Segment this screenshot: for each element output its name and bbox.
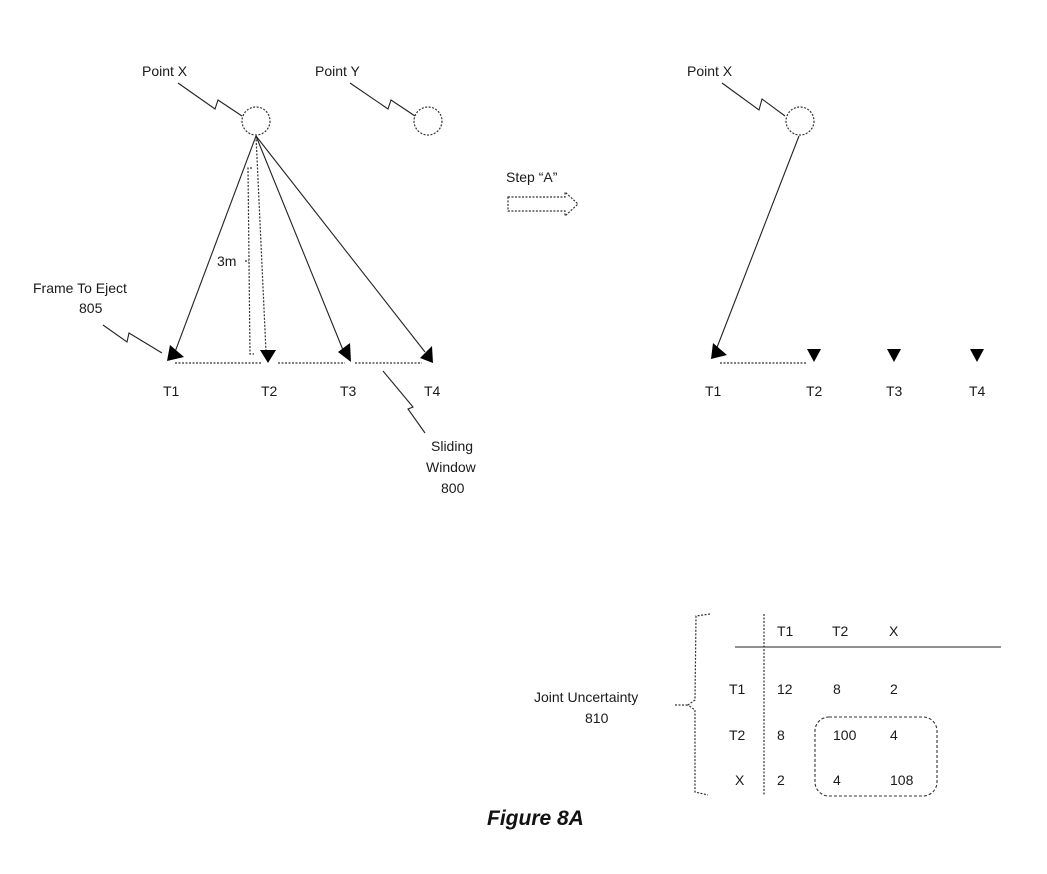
distance-label: 3m	[217, 253, 236, 269]
matrix-cell: 100	[833, 727, 857, 743]
pose-marker-t4	[970, 349, 984, 362]
step-arrow-icon	[507, 190, 579, 218]
observation-ray-t4	[255, 135, 426, 353]
matrix-cell: 8	[777, 727, 785, 743]
matrix-cell: 4	[890, 727, 898, 743]
matrix-label: Joint Uncertainty	[534, 689, 638, 705]
step-label: Step “A”	[506, 169, 558, 185]
time-label-t4: T4	[424, 383, 441, 399]
point-y-label: Point Y	[315, 63, 361, 79]
frame-to-eject-label: Frame To Eject	[33, 280, 127, 296]
observation-ray-t3	[255, 135, 344, 351]
point-y-leader	[349, 82, 416, 117]
arrowhead-t2	[260, 350, 276, 363]
matrix-cell: 8	[833, 681, 841, 697]
left-diagram: Point X Point Y 3m T1 T2 T3 T4 Frame To …	[33, 63, 477, 496]
point-y-landmark	[413, 106, 443, 136]
column-header-t1: T1	[777, 623, 794, 639]
matrix-brace	[686, 613, 711, 796]
right-point-x-leader	[721, 82, 786, 117]
matrix-cell: 2	[777, 772, 785, 788]
sliding-window-ref: 800	[441, 480, 465, 496]
right-point-x-label: Point X	[687, 63, 733, 79]
joint-uncertainty-matrix: Joint Uncertainty 810 T1 T2 X T1 T2 X 12…	[534, 613, 1001, 797]
right-time-label-t2: T2	[806, 383, 823, 399]
right-diagram: Point X T1 T2 T3 T4	[687, 63, 986, 399]
figure-caption: Figure 8A	[487, 807, 584, 830]
time-label-t1: T1	[163, 383, 180, 399]
step-a-transition: Step “A”	[506, 169, 579, 218]
sliding-window-label-line1: Sliding	[431, 438, 473, 454]
time-label-t3: T3	[340, 383, 357, 399]
pose-marker-t3	[887, 349, 901, 362]
matrix-ref: 810	[585, 710, 609, 726]
column-header-t2: T2	[832, 623, 849, 639]
arrowhead-t3	[338, 343, 351, 362]
matrix-cell: 2	[890, 681, 898, 697]
arrowhead-t4	[420, 346, 433, 363]
row-header-t2: T2	[729, 727, 746, 743]
frame-to-eject-ref: 805	[79, 300, 103, 316]
right-time-label-t1: T1	[705, 383, 722, 399]
arrowhead-t1	[167, 345, 184, 361]
right-point-x-landmark	[785, 106, 815, 136]
observation-ray-t2	[255, 135, 267, 353]
right-observation-ray-t1	[715, 135, 800, 351]
time-label-t2: T2	[261, 383, 278, 399]
point-x-leader	[177, 82, 243, 117]
right-time-label-t4: T4	[969, 383, 986, 399]
matrix-cell: 108	[890, 772, 914, 788]
right-arrowhead-t1	[711, 343, 727, 359]
matrix-cell: 12	[777, 681, 793, 697]
right-time-label-t3: T3	[886, 383, 903, 399]
matrix-cell: 4	[833, 772, 841, 788]
pose-marker-t2	[807, 349, 821, 362]
row-header-t1: T1	[729, 681, 746, 697]
frame-to-eject-leader	[102, 324, 163, 354]
marginalized-block-highlight	[814, 716, 938, 797]
point-x-landmark	[241, 106, 271, 136]
row-header-x: X	[735, 772, 745, 788]
point-x-label: Point X	[142, 63, 188, 79]
sliding-window-leader	[382, 370, 426, 434]
column-header-x: X	[889, 623, 899, 639]
observation-ray-t1	[174, 135, 257, 353]
distance-bracket	[247, 167, 254, 355]
sliding-window-label-line2: Window	[426, 459, 477, 475]
